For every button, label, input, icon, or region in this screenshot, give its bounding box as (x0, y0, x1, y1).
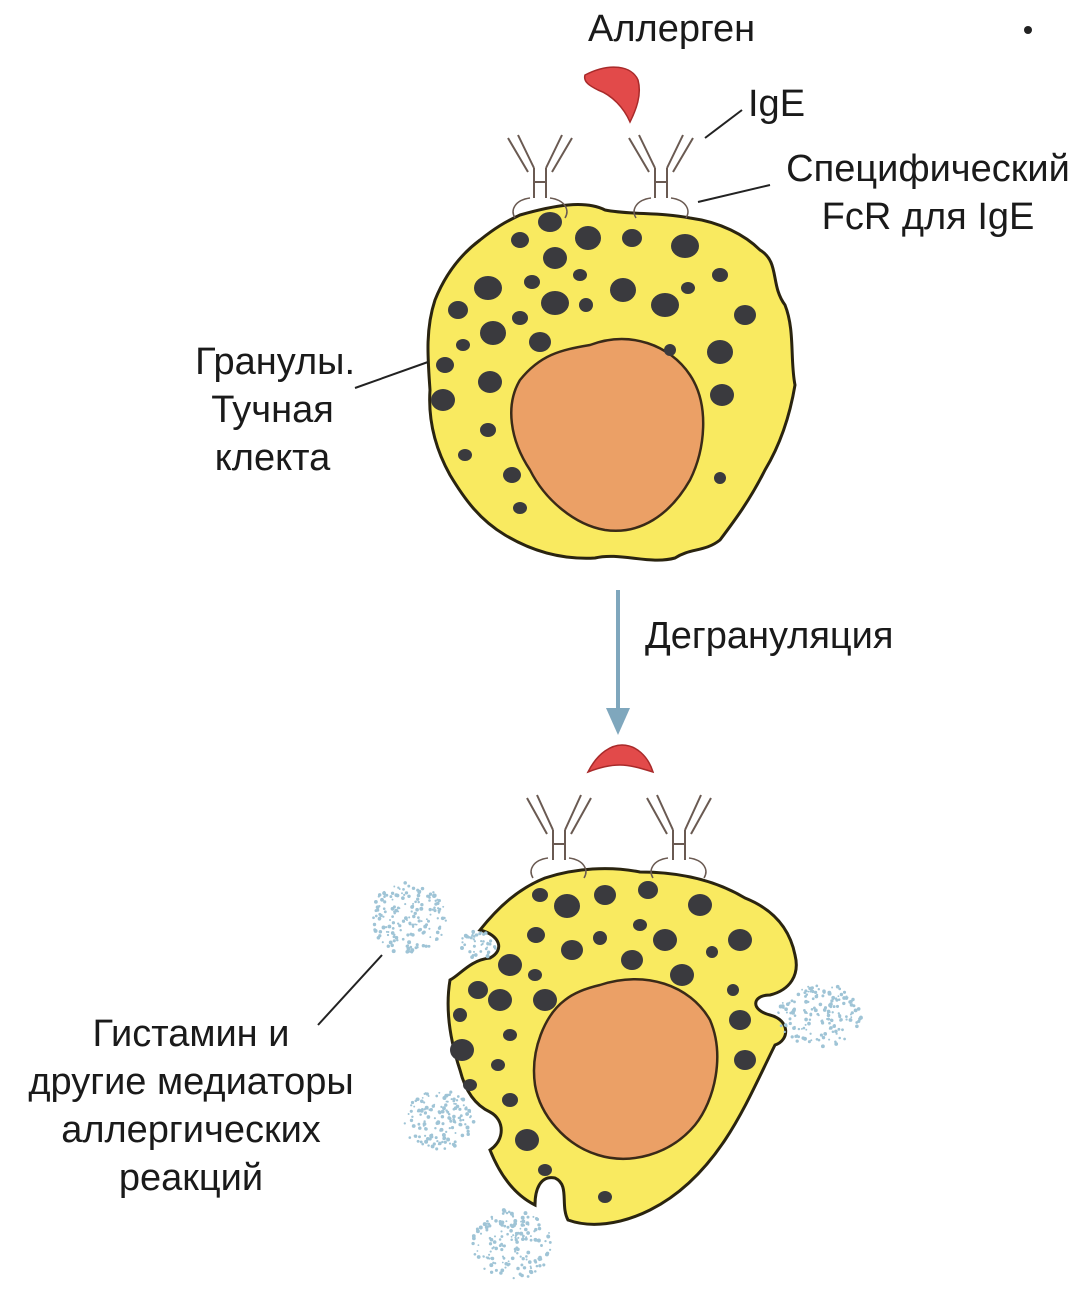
histamine-label-line4: реакций (6, 1154, 376, 1202)
mediator-cloud-left-top (372, 881, 447, 954)
degranulation-label: Дегрануляция (645, 612, 893, 660)
granules-label-line3: клекта (150, 434, 355, 482)
ige-antibody-right-top (629, 135, 693, 218)
ige-label: IgE (748, 80, 805, 128)
mediator-cloud-bottom (471, 1208, 551, 1279)
granules-label-line1: Гранулы. (150, 338, 355, 386)
ige-antibody-left-bottom (527, 795, 591, 878)
histamine-label-line3: аллергических (6, 1106, 376, 1154)
degranulation-arrow (606, 590, 630, 735)
fcr-leader-line (698, 185, 770, 202)
granules-label-line2: Тучная (150, 386, 355, 434)
mast-cell-bottom (372, 745, 863, 1279)
allergen-bottom (588, 745, 653, 772)
granules-leader-line (355, 362, 428, 388)
fcr-label-line2: FcR для IgE (768, 193, 1088, 241)
mast-cell-top (428, 67, 795, 560)
allergen-label: Аллерген (588, 5, 755, 53)
histamine-label: Гистамин и другие медиаторы аллергически… (6, 1010, 376, 1202)
mediator-cloud-left-low (404, 1091, 476, 1151)
histamine-label-line2: другие медиаторы (6, 1058, 376, 1106)
nucleus-bottom (534, 979, 717, 1159)
allergen-top (585, 67, 640, 122)
ige-antibody-right-bottom (647, 795, 711, 878)
ige-leader-line (705, 110, 742, 138)
fcr-label: Специфический FcR для IgE (768, 145, 1088, 241)
granules-label: Гранулы. Тучная клекта (150, 338, 355, 482)
histamine-label-line1: Гистамин и (6, 1010, 376, 1058)
fcr-label-line1: Специфический (768, 145, 1088, 193)
stray-dot (1024, 26, 1032, 34)
mediator-cloud-right (777, 985, 863, 1049)
